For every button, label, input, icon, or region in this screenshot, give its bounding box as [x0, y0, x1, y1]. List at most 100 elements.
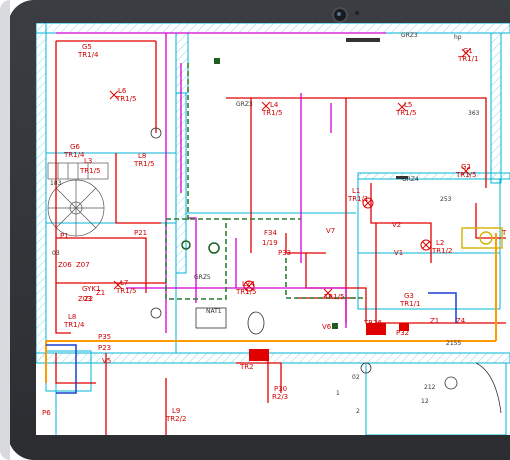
cad-label: 2155	[446, 340, 461, 347]
sanitary-fixtures	[150, 127, 502, 414]
circuit-label: V1	[394, 249, 403, 257]
circuit-label: P1	[60, 232, 69, 240]
circuit-label: TR1/5	[395, 109, 416, 117]
circuit-label: V5	[102, 357, 111, 365]
circuit-label: TR1/5	[115, 95, 136, 103]
light-fixture-icon	[397, 102, 407, 112]
circuit-label: G6	[70, 143, 80, 151]
circuit-label: GYK1	[82, 285, 100, 293]
circuit-label: R2/3	[272, 393, 288, 401]
circuit-label: G3	[404, 292, 414, 300]
light-fixture-icon	[420, 239, 432, 251]
light-fixture-icon	[323, 288, 333, 298]
tablet-edge	[0, 0, 10, 460]
tr2-panel-icon[interactable]	[249, 349, 269, 361]
cad-label: 02	[352, 374, 360, 381]
circuit-label: Z1	[96, 289, 105, 297]
circuit-label: TR1/1	[347, 195, 368, 203]
grz4-bar-icon	[396, 176, 408, 179]
cad-label: GRZ3	[236, 101, 253, 108]
cad-label: 253	[440, 196, 452, 203]
tr26-panel-icon[interactable]	[366, 323, 386, 335]
circuit-label: Z06	[58, 261, 72, 269]
circuit-label: L7	[120, 279, 128, 287]
circuit-label: L9	[172, 407, 180, 415]
socket-icon	[332, 323, 338, 329]
circuit-label: TR1/5	[323, 293, 344, 301]
circuit-label: V2	[392, 221, 401, 229]
circuit-labels: G5 TR1/4 G1 TR1/1 L6 TR1/5 L4 TR1/5 L5 T…	[42, 43, 507, 423]
floor-plan-drawing[interactable]: GRZ3 GRZ3 GRZ4 GRZ5 hp 363 253 2155 212 …	[36, 23, 510, 435]
circuit-label: TR1/5	[115, 287, 136, 295]
cad-label: GRZ3	[401, 32, 418, 39]
circuit-label: P32	[396, 329, 409, 337]
junction-box-icon[interactable]	[181, 240, 220, 254]
circuit-label: TR1/4	[63, 321, 85, 329]
cad-label: 03	[52, 250, 60, 257]
circuit-label: Z1	[430, 317, 439, 325]
circuit-label: G1	[463, 47, 473, 55]
light-fixture-icon	[109, 90, 119, 100]
cad-label: GRZ4	[402, 176, 419, 183]
p32-socket-icon[interactable]	[399, 323, 409, 331]
dark-labels: GRZ3 GRZ3 GRZ4 GRZ5 hp 363 253 2155 212 …	[50, 32, 480, 415]
circuit-label: P21	[134, 229, 147, 237]
circuit-label: L8	[138, 152, 146, 160]
circuit-label: V6	[322, 323, 332, 331]
grz3-bar-icon	[346, 38, 380, 42]
circuit-label: L4	[270, 101, 279, 109]
circuit-label: TR1/5	[133, 160, 154, 168]
socket-icon	[214, 58, 220, 64]
circuit-label: L5	[404, 101, 412, 109]
circuit-label: TR2	[239, 363, 254, 371]
circuit-label: Z07	[76, 261, 90, 269]
circuit-label: L1	[352, 187, 360, 195]
staircase	[47, 162, 109, 237]
circuit-label: P6	[42, 409, 51, 417]
sensor-icon	[355, 11, 359, 15]
circuit-label: Z03	[78, 295, 92, 303]
circuit-label: Z2	[84, 295, 93, 303]
circuit-label: L2	[436, 239, 444, 247]
circuit-label: TR1/4	[63, 151, 85, 159]
cad-label: 183	[50, 180, 62, 187]
circuit-label: 1/19	[262, 239, 278, 247]
circuit-label: TR1/4	[77, 51, 99, 59]
light-fixture-icon	[461, 166, 471, 176]
orange-line	[45, 233, 497, 383]
plumbing	[461, 227, 503, 249]
socket-icons[interactable]	[214, 38, 408, 329]
light-fixture-icon	[461, 48, 471, 58]
circuit-label: V7	[326, 227, 335, 235]
circuit-label: TR1/1	[399, 300, 420, 308]
cad-viewport[interactable]: GRZ3 GRZ3 GRZ4 GRZ5 hp 363 253 2155 212 …	[36, 23, 510, 435]
cad-label: GRZ5	[194, 274, 211, 281]
circuit-label: TR1/5	[235, 288, 256, 296]
circuit-label: TR1/5	[79, 167, 100, 175]
circuit-label: P30	[274, 385, 287, 393]
circuit-label: P35	[98, 333, 111, 341]
blue-line	[46, 292, 457, 394]
cad-label: NAT1	[206, 308, 222, 315]
light-fixture-icon	[243, 280, 255, 292]
circuit-label: TR2/2	[165, 415, 186, 423]
dashed-walls	[165, 63, 366, 300]
circuit-label: L24	[242, 280, 255, 288]
cad-label: 2	[356, 408, 360, 415]
circuit-label: P33	[278, 249, 291, 257]
circuit-label: G2	[461, 163, 471, 171]
cad-label: hp	[454, 34, 462, 41]
circuit-label: L3	[84, 157, 92, 165]
circuit-label: L8	[68, 313, 76, 321]
circuit-label: L6	[118, 87, 127, 95]
circuit-label: TR1/2	[431, 247, 452, 255]
cad-label: 363	[468, 110, 480, 117]
circuit-label: G5	[82, 43, 92, 51]
circuit-label: TR26	[363, 319, 383, 327]
circuit-label: F34	[264, 229, 277, 237]
light-fixtures[interactable]	[109, 48, 471, 298]
light-fixture-icon	[261, 101, 271, 111]
light-fixture-icon	[362, 197, 374, 209]
cad-label: 12	[421, 398, 429, 405]
cad-label: 212	[424, 384, 436, 391]
